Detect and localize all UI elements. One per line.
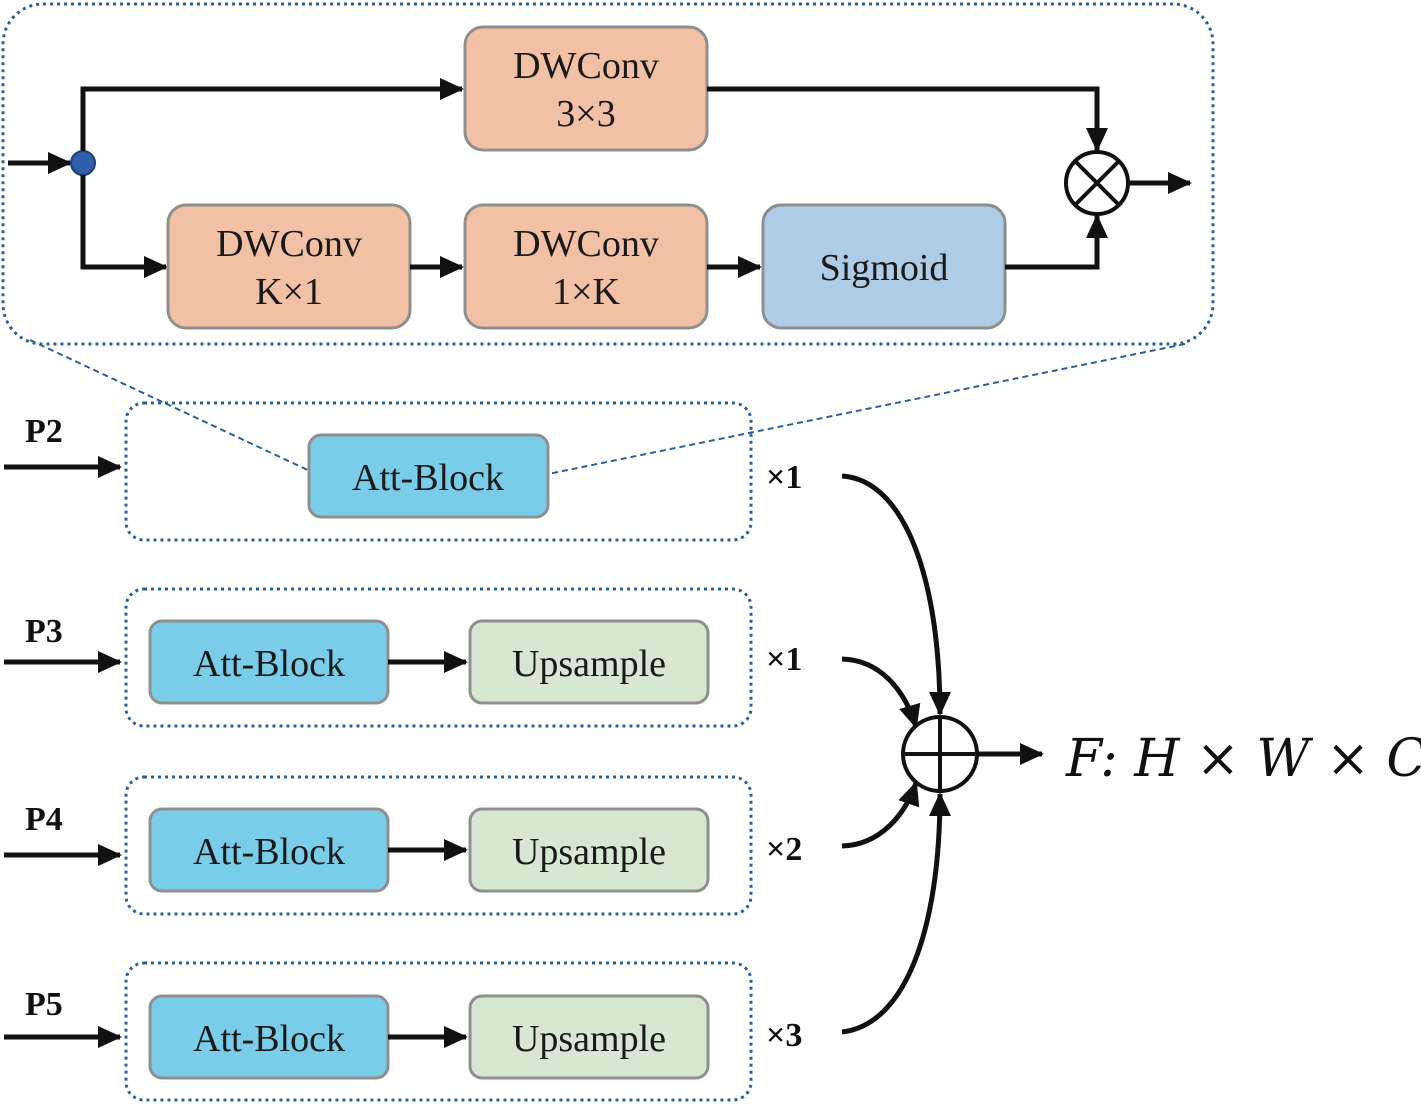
att-block-p4-label: Att-Block [193, 831, 345, 873]
dwconv-1xk-line2: 1×K [552, 271, 620, 313]
dwconv-kx1-line2: K×1 [255, 271, 323, 313]
output-label: F: H × W × C [1065, 729, 1421, 789]
curve-p2-to-sum [841, 473, 951, 716]
dwconv-3x3-box: DWConv 3×3 [463, 25, 709, 152]
upsample-p4: Upsample [468, 807, 710, 893]
multiply-circle-icon [1064, 150, 1130, 216]
curve-p5-to-sum [841, 792, 951, 1035]
level-container-p5 [124, 961, 753, 1102]
level-row-p2: P2 Att-Block ×1 [4, 401, 802, 542]
multiplier-p5: ×3 [766, 1017, 802, 1054]
dwconv-3x3-line2: 3×3 [556, 93, 615, 135]
upsample-p4-label: Upsample [512, 831, 666, 873]
level-label-p5: P5 [25, 986, 63, 1023]
att-block-detail-panel [1, 2, 1215, 346]
level-row-p5: P5 Att-Block Upsample ×3 [4, 961, 802, 1102]
multiplier-p3: ×1 [766, 641, 802, 678]
level-container-p3 [124, 587, 753, 728]
sigmoid-to-multiply-line [1005, 214, 1108, 270]
dwconv-kx1-line1: DWConv [216, 223, 362, 265]
level-label-p2: P2 [25, 413, 63, 450]
att-block-p5: Att-Block [148, 994, 390, 1080]
multiplier-p4: ×2 [766, 831, 802, 868]
lower-branch-line [80, 175, 168, 278]
att-block-p4: Att-Block [148, 807, 390, 893]
dwconv3x3-to-multiply-line [707, 86, 1108, 152]
level-row-p4: P4 Att-Block Upsample ×2 [4, 775, 802, 916]
dwconv-3x3-line1: DWConv [513, 45, 659, 87]
zoom-line-right [547, 343, 1186, 475]
dwconv-1xk-line1: DWConv [513, 223, 659, 265]
att-block-p3: Att-Block [148, 619, 390, 705]
upsample-p5: Upsample [468, 994, 710, 1080]
dwconv-1xk-box: DWConv 1×K [463, 203, 709, 330]
att-block-p5-label: Att-Block [193, 1018, 345, 1060]
add-circle-icon [901, 715, 979, 793]
level-label-p4: P4 [25, 801, 63, 838]
level-container-p4 [124, 775, 753, 916]
curve-p3-to-sum [841, 656, 921, 729]
sigmoid-label: Sigmoid [820, 247, 949, 289]
att-block-p3-label: Att-Block [193, 643, 345, 685]
att-block-p2: Att-Block [307, 433, 550, 519]
level-label-p3: P3 [25, 613, 63, 650]
upsample-p3-label: Upsample [512, 643, 666, 685]
curve-p4-to-sum [841, 781, 920, 849]
multiplier-p2: ×1 [766, 459, 802, 496]
upsample-p5-label: Upsample [512, 1018, 666, 1060]
level-container-p2 [124, 401, 753, 542]
upsample-p3: Upsample [468, 619, 710, 705]
sigmoid-box: Sigmoid [761, 203, 1007, 330]
att-block-p2-label: Att-Block [352, 457, 504, 499]
dwconv-kx1-box: DWConv K×1 [166, 203, 412, 330]
zoom-line-left [29, 339, 313, 473]
split-node [70, 150, 96, 176]
upper-branch-line [80, 78, 464, 151]
level-row-p3: P3 Att-Block Upsample ×1 [4, 587, 802, 728]
